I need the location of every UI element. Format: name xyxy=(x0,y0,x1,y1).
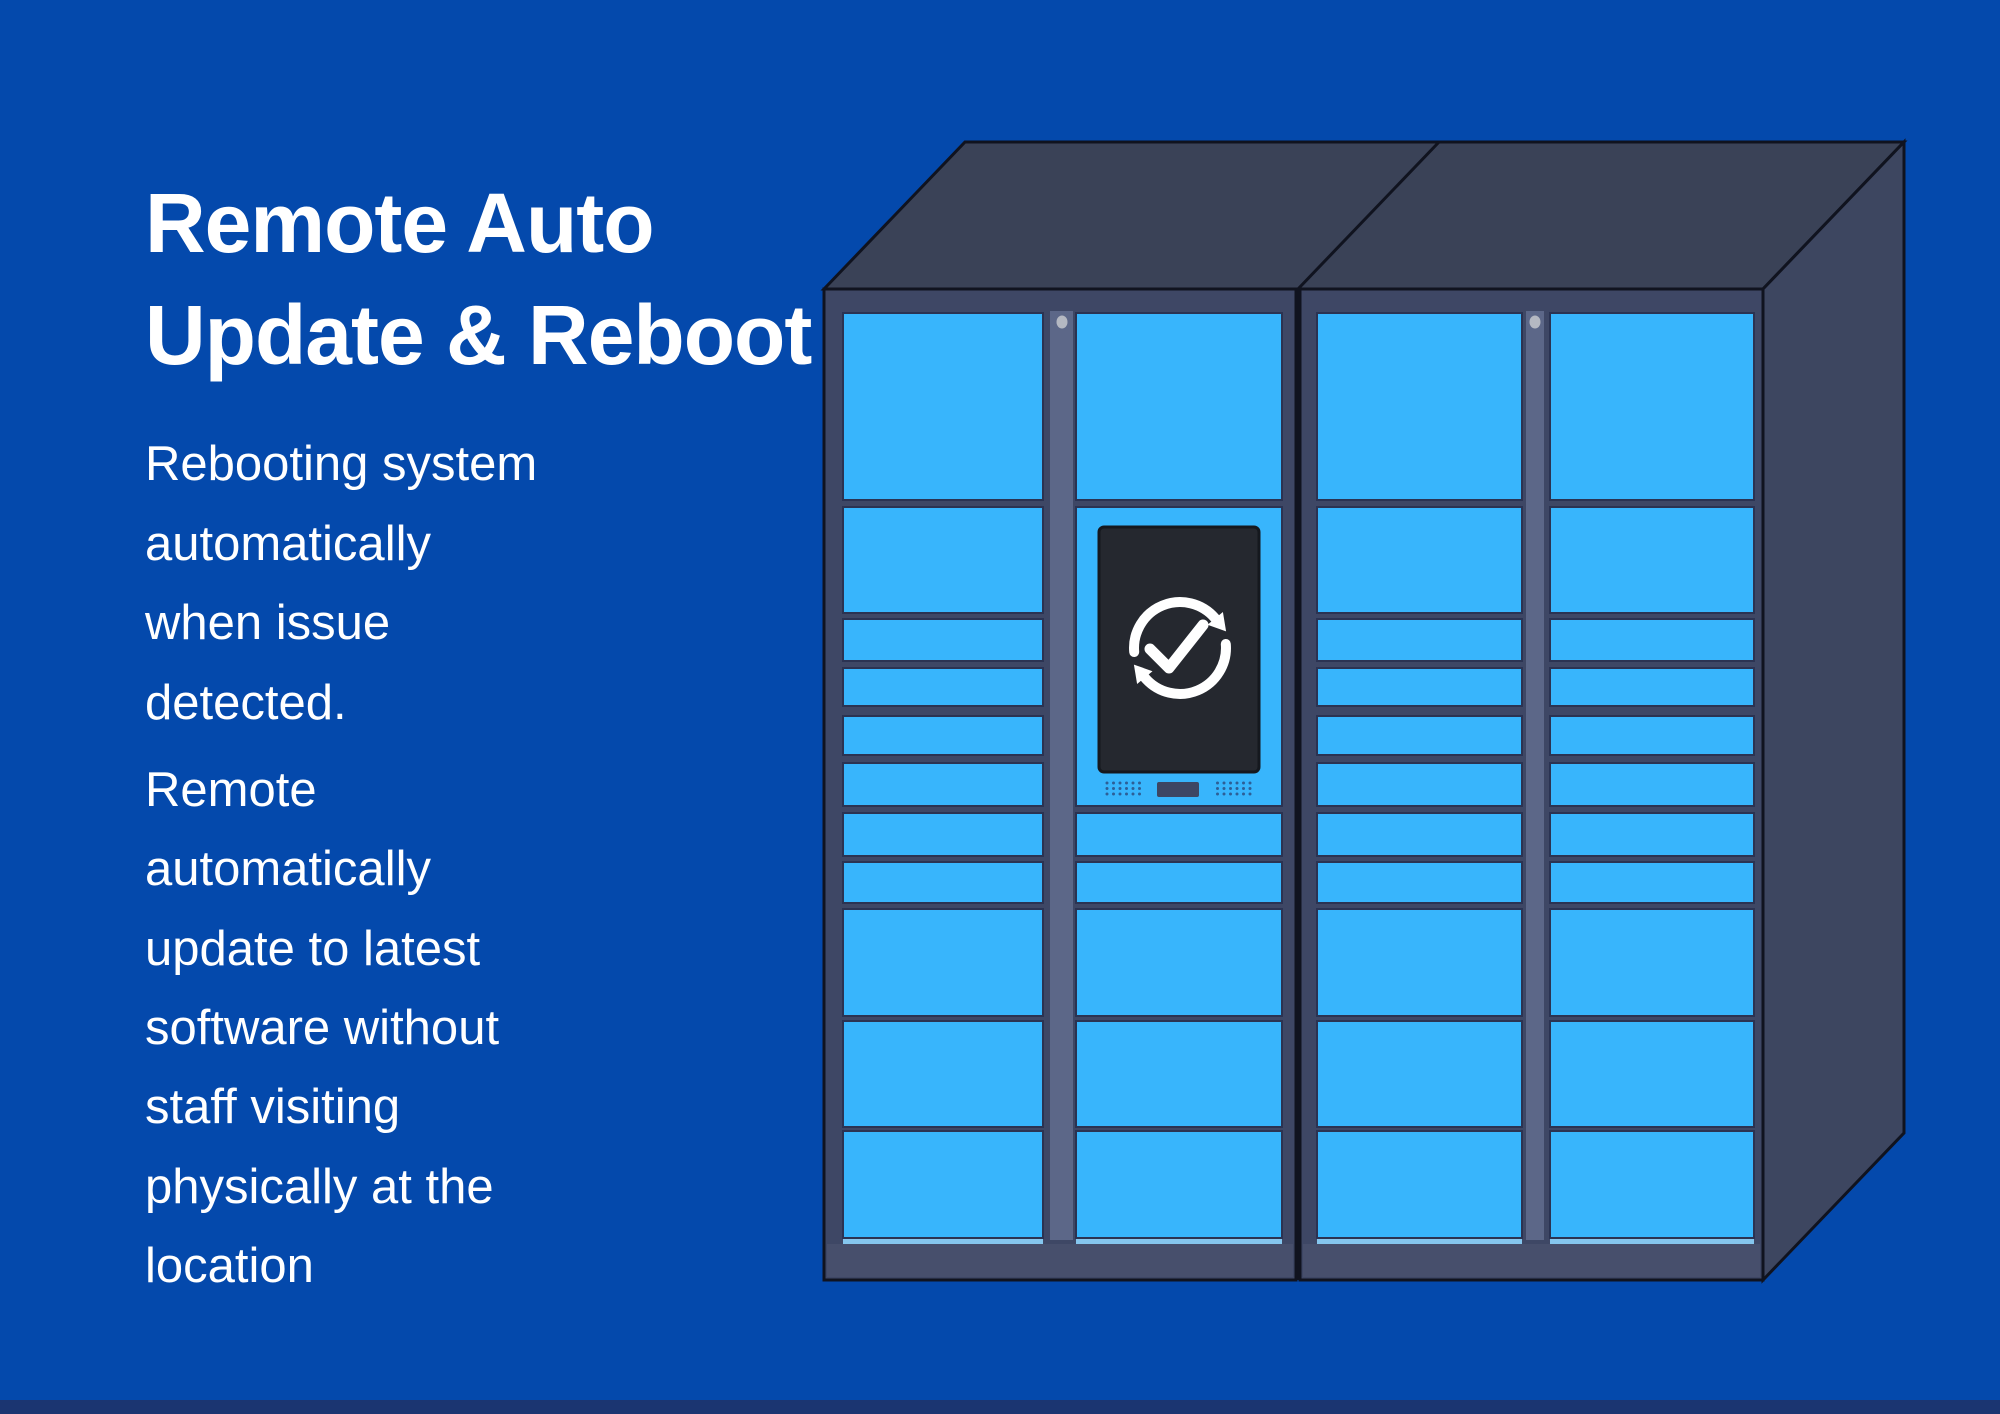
locker-door xyxy=(1316,506,1523,614)
locker-door xyxy=(1075,908,1283,1017)
locker-top-surface xyxy=(820,140,1908,291)
doors-left-cabinet-col1 xyxy=(842,312,1044,1239)
locker-door xyxy=(842,667,1044,707)
locker-door xyxy=(1075,812,1283,857)
text-column: Remote Auto Update & Reboot Rebooting sy… xyxy=(145,168,835,1315)
locker-door xyxy=(842,762,1044,807)
card-slot xyxy=(1157,782,1199,797)
locker-top-divider xyxy=(1296,140,1441,291)
locker-door xyxy=(1075,312,1283,501)
locker-door xyxy=(1549,506,1755,614)
locker-door xyxy=(1549,618,1755,662)
locker-door xyxy=(842,1130,1044,1239)
locker-door xyxy=(1549,312,1755,501)
doors-right-cabinet-col1 xyxy=(1316,312,1523,1239)
doors-right-cabinet-col2 xyxy=(1549,312,1755,1239)
speaker-grille-left xyxy=(1103,781,1141,797)
locker-door xyxy=(842,506,1044,614)
locker-side-surface xyxy=(1761,138,1906,1284)
locker-door xyxy=(1549,1020,1755,1128)
locker-door xyxy=(1316,762,1523,807)
locker-door xyxy=(1549,762,1755,807)
locker-door xyxy=(1316,812,1523,857)
locker-door xyxy=(842,715,1044,756)
footer-accent-bar xyxy=(0,1400,2000,1414)
locker-door xyxy=(1075,861,1283,904)
pillar-right-cabinet xyxy=(1526,311,1544,1240)
page-title: Remote Auto Update & Reboot xyxy=(145,176,812,382)
description-paragraph-2: Remote automatically update to latest so… xyxy=(145,762,500,1294)
pillar-left-cabinet xyxy=(1050,311,1073,1240)
locker-door xyxy=(1549,667,1755,707)
locker-door xyxy=(1549,1130,1755,1239)
sync-check-icon xyxy=(1129,597,1231,699)
cabinet-left-base xyxy=(827,1244,1293,1277)
pillar-lock-dot-left xyxy=(1056,315,1068,329)
locker-door xyxy=(842,1020,1044,1128)
cabinet-right-base xyxy=(1303,1244,1760,1277)
pillar-lock-dot-right xyxy=(1529,315,1541,329)
locker-door xyxy=(1316,667,1523,707)
locker-door xyxy=(1549,812,1755,857)
speaker-grille-right xyxy=(1216,781,1254,797)
locker-door xyxy=(842,908,1044,1017)
description-paragraph-1: Rebooting system automatically when issu… xyxy=(145,437,538,730)
locker-door xyxy=(1549,715,1755,756)
locker-door xyxy=(1316,618,1523,662)
locker-door xyxy=(842,861,1044,904)
locker-door xyxy=(1316,908,1523,1017)
locker-door xyxy=(1549,861,1755,904)
locker-door xyxy=(842,618,1044,662)
locker-door xyxy=(1316,1020,1523,1128)
door-bottom-highlights xyxy=(843,1238,1754,1244)
locker-door xyxy=(842,812,1044,857)
locker-door xyxy=(1075,1130,1283,1239)
locker-door xyxy=(1075,1020,1283,1128)
locker-door xyxy=(1316,312,1523,501)
locker-door xyxy=(1316,715,1523,756)
locker-door xyxy=(1316,1130,1523,1239)
locker-door xyxy=(1316,861,1523,904)
locker-door xyxy=(842,312,1044,501)
doors-left-cabinet-col2 xyxy=(1075,312,1283,1239)
locker-door xyxy=(1549,908,1755,1017)
